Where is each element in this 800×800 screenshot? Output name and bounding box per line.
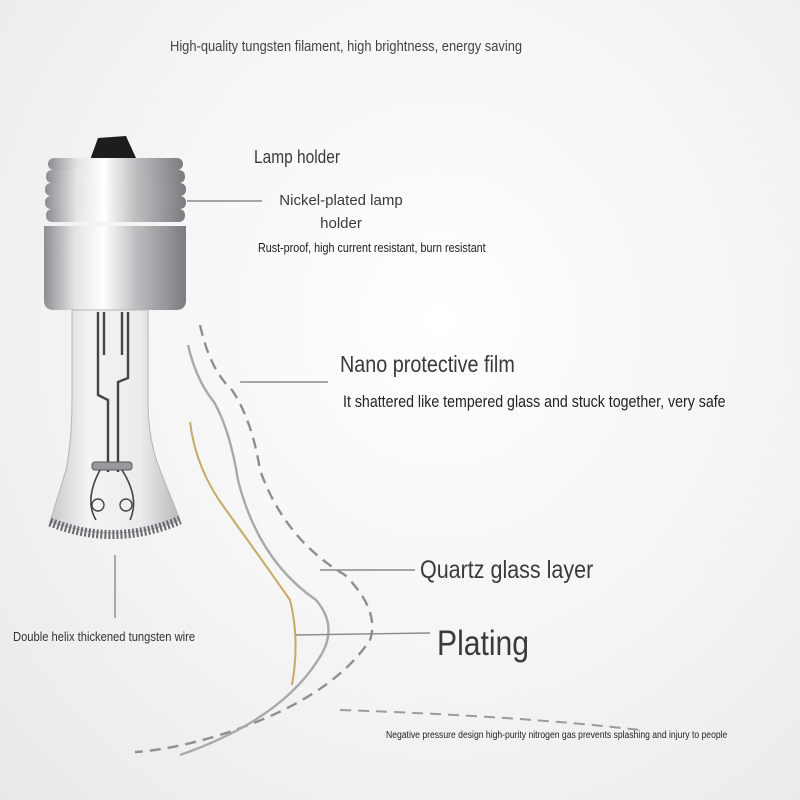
bottom-glass-edge: [339, 709, 641, 731]
lamp-cap-black-tip: [90, 136, 136, 160]
tungsten-wire-description: Double helix thickened tungsten wire: [13, 629, 196, 644]
nitrogen-gas-description: Negative pressure design high-purity nit…: [386, 730, 728, 741]
tagline: High-quality tungsten filament, high bri…: [170, 38, 523, 55]
lamp-holder-subtitle: Nickel-plated lamp holder: [279, 192, 403, 232]
lamp-holder-title: Lamp holder: [254, 147, 341, 167]
filament-support-wires: [90, 312, 135, 521]
nano-film-description: It shattered like tempered glass and stu…: [343, 393, 726, 411]
plating-title: Plating: [437, 624, 530, 663]
lamp-cap-collar: [44, 226, 186, 310]
plating-gold-curve: [189, 421, 297, 686]
nano-film-dashed-curve: [134, 324, 374, 754]
nano-film-title: Nano protective film: [340, 351, 515, 377]
quartz-glass-curve: [179, 344, 330, 757]
lamp-cap-threads: [45, 158, 186, 222]
leader-lines: [114, 200, 431, 636]
quartz-glass-title: Quartz glass layer: [420, 556, 594, 584]
bulb-glass-envelope: [49, 309, 181, 534]
lamp-holder-description: Rust-proof, high current resistant, burn…: [258, 241, 486, 255]
